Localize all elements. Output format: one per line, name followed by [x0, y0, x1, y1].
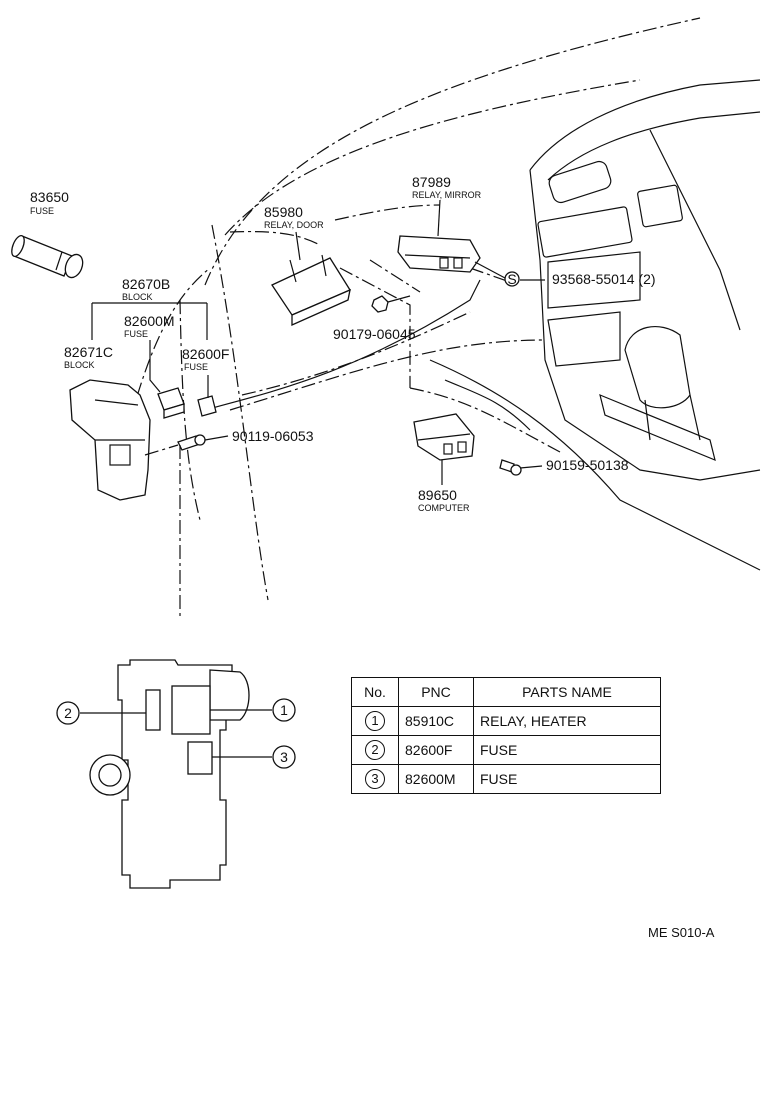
label-93568-number: 93568-55014 (2) — [552, 271, 656, 287]
label-90159-number: 90159-50138 — [546, 457, 629, 473]
table-row: 3 82600M FUSE — [351, 764, 661, 794]
s-marker-label: S — [507, 271, 516, 287]
label-82600m-number: 82600M — [124, 313, 175, 329]
label-82671c-name: BLOCK — [64, 360, 95, 370]
row-no: 2 — [365, 740, 385, 760]
table-header-row: No. PNC PARTS NAME — [351, 677, 661, 707]
screw-90159-drawing — [499, 459, 522, 476]
table-row: 2 82600F FUSE — [351, 735, 661, 765]
header-no: No. — [351, 677, 399, 707]
header-pnc: PNC — [398, 677, 474, 707]
label-85980-name: RELAY, DOOR — [264, 220, 324, 230]
row-pnc: 85910C — [398, 706, 474, 736]
computer-89650-drawing — [413, 413, 475, 461]
label-90179-number: 90179-06045 — [333, 326, 416, 342]
s-marker-circle — [504, 271, 520, 287]
label-82670b-name: BLOCK — [122, 292, 153, 302]
table-row: 1 85910C RELAY, HEATER — [351, 706, 661, 736]
row-name: RELAY, HEATER — [473, 706, 661, 736]
relay-85980-drawing — [271, 254, 351, 327]
row-pnc: 82600M — [398, 764, 474, 794]
junction-block-detail — [80, 659, 272, 889]
block-82671c-drawing — [69, 379, 151, 501]
fuse-82600f-drawing — [197, 395, 217, 417]
label-85980-number: 85980 — [264, 204, 303, 220]
header-parts-name: PARTS NAME — [473, 677, 661, 707]
center-console — [211, 79, 761, 571]
reference-code: ME S010-A — [648, 925, 715, 940]
callouts: 2 1 3 — [56, 698, 296, 769]
label-83650-name: FUSE — [30, 206, 54, 216]
row-no: 3 — [365, 769, 385, 789]
label-82670b-number: 82670B — [122, 276, 170, 292]
row-name: FUSE — [473, 764, 661, 794]
leader-lines — [91, 199, 545, 620]
callout-2: 2 — [64, 705, 72, 721]
callout-3: 3 — [280, 749, 288, 765]
part-labels: 83650 FUSE 82670B BLOCK 82600M FUSE 8267… — [30, 174, 656, 513]
fuse-83650-drawing — [11, 234, 84, 279]
label-82600m-name: FUSE — [124, 329, 148, 339]
dashboard-outline — [129, 17, 701, 601]
row-name: FUSE — [473, 735, 661, 765]
nut-90179-drawing — [371, 295, 389, 313]
parts-table: No. PNC PARTS NAME 1 85910C RELAY, HEATE… — [351, 677, 661, 794]
row-no: 1 — [365, 711, 385, 731]
row-pnc: 82600F — [398, 735, 474, 765]
label-89650-name: COMPUTER — [418, 503, 470, 513]
label-87989-name: RELAY, MIRROR — [412, 190, 482, 200]
relay-87989-drawing — [397, 235, 481, 273]
label-87989-number: 87989 — [412, 174, 451, 190]
label-82600f-name: FUSE — [184, 362, 208, 372]
label-82600f-number: 82600F — [182, 346, 229, 362]
label-83650-number: 83650 — [30, 189, 69, 205]
callout-1: 1 — [280, 702, 288, 718]
label-82671c-number: 82671C — [64, 344, 113, 360]
bolt-90119-drawing — [177, 434, 206, 451]
fuse-82600m-drawing — [157, 387, 185, 419]
label-89650-number: 89650 — [418, 487, 457, 503]
label-90119-number: 90119-06053 — [232, 428, 314, 444]
